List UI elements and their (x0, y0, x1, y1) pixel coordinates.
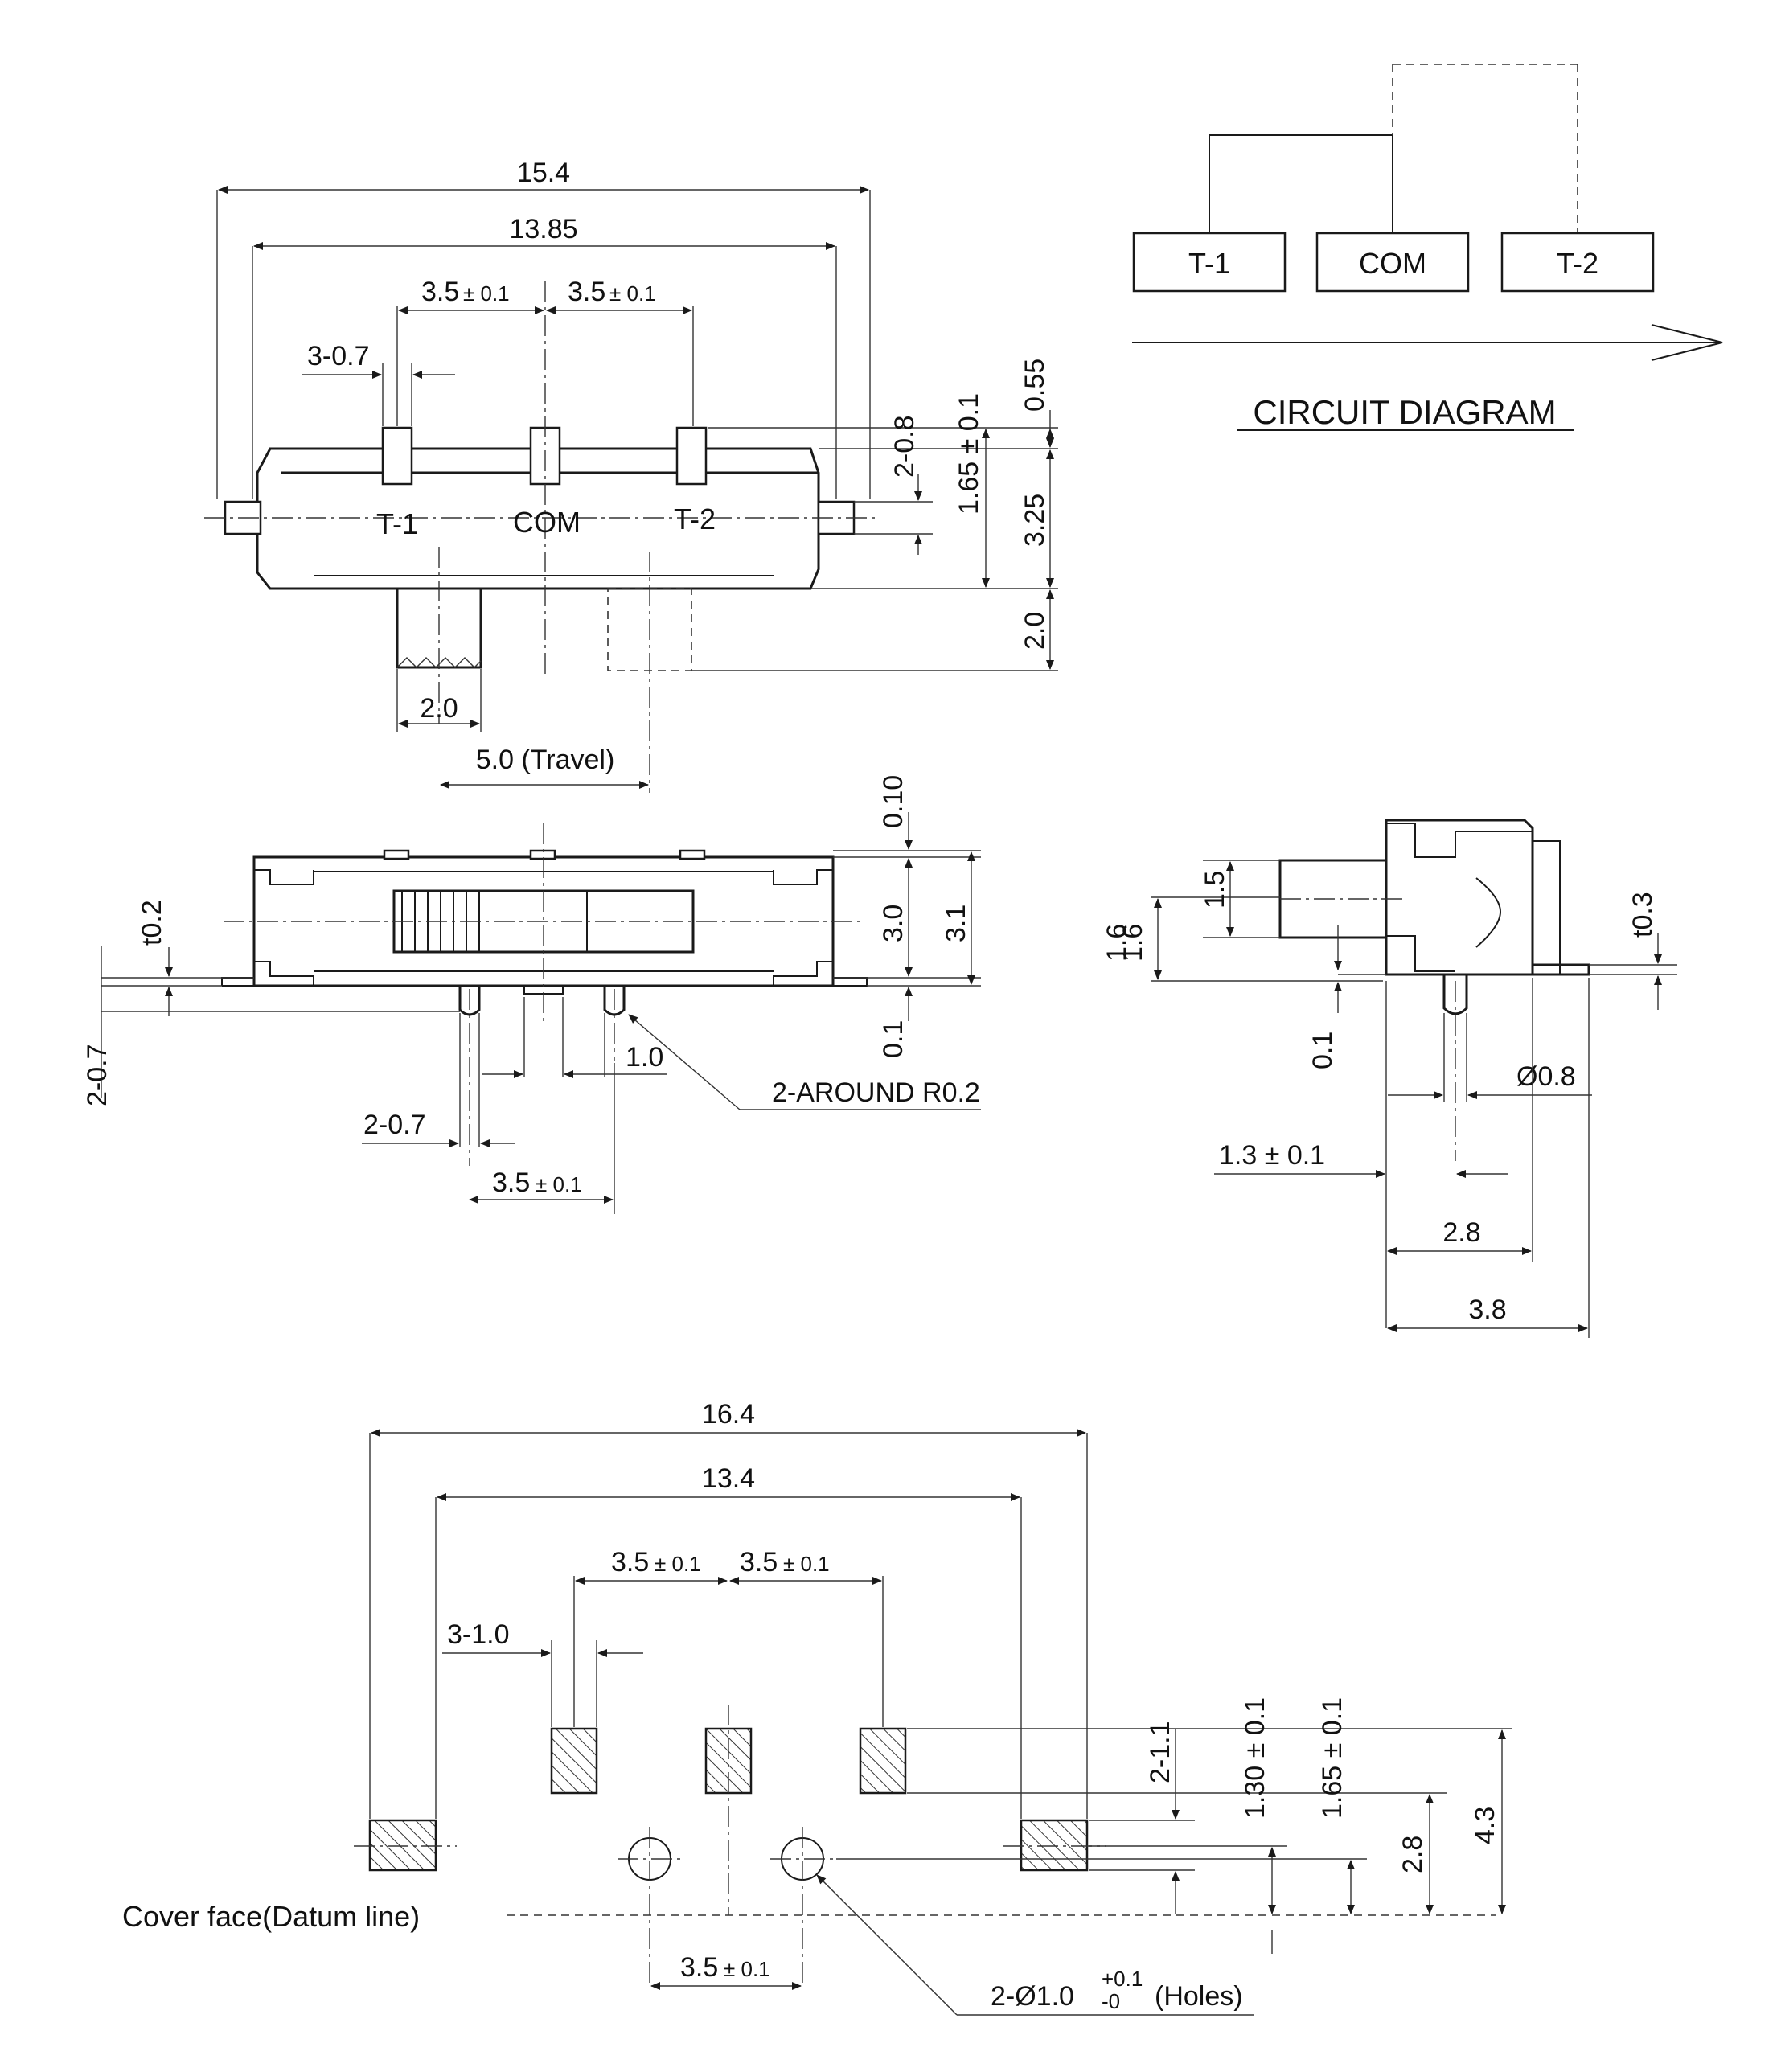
dim-1-65: 1.65 ± 0.1 (954, 393, 984, 515)
dim-hole-pitch-tol: ± 0.1 (724, 1957, 770, 1981)
dim-travel: 5.0 (Travel) (476, 745, 615, 775)
datum-label: Cover face(Datum line) (122, 1900, 420, 1933)
top-label-t1: T-1 (376, 507, 418, 540)
dim-15-4: 15.4 (517, 158, 570, 188)
footprint-pad-t1 (550, 1727, 598, 1795)
dim-t0-3: t0.3 (1627, 892, 1658, 938)
holes-note-label: (Holes) (1155, 1981, 1243, 2012)
dim-pitch-2-tol: ± 0.1 (609, 281, 656, 306)
dim-13-4: 13.4 (702, 1463, 755, 1494)
dim-pitch-1-tol: ± 0.1 (463, 281, 510, 306)
dim-1-6-side: 1.6 (1118, 924, 1148, 962)
side-view: 1.5 1.6 1.6 t0.3 0.1 Ø0.8 1.3 ± 0.1 2.8 … (1102, 819, 1677, 1338)
circuit-label-t1: T-1 (1188, 247, 1230, 280)
dim-1-65-fp: 1.65 ± 0.1 (1317, 1697, 1348, 1819)
dim-hole-pitch: 3.5 (680, 1952, 718, 1983)
dim-pitch-fp-1-tol: ± 0.1 (655, 1552, 701, 1576)
dim-t0-2: t0.2 (137, 900, 167, 946)
dim-2-8-side: 2.8 (1442, 1217, 1480, 1248)
dim-pitch-fp-2-tol: ± 0.1 (783, 1552, 830, 1576)
dim-pitch-2: 3.5 (568, 277, 605, 307)
dim-3-1-0: 3-1.0 (447, 1619, 510, 1650)
dim-3-25: 3.25 (1020, 494, 1050, 547)
circuit-label-com: COM (1359, 247, 1426, 280)
dim-1-30: 1.30 ± 0.1 (1240, 1697, 1270, 1819)
holes-note-tol-down: -0 (1102, 1989, 1120, 2013)
top-label-t2: T-2 (674, 503, 716, 535)
footprint-mount-pad-left (368, 1819, 437, 1872)
top-label-com: COM (513, 506, 581, 539)
dim-pitch-1: 3.5 (421, 277, 459, 307)
circuit-diagram: T-1 COM T-2 CIRCUIT DIAGRAM (1132, 64, 1723, 431)
dim-around-r0-2: 2-AROUND R0.2 (772, 1077, 980, 1108)
dim-1-6-side-clip: 1.6 (1102, 924, 1132, 962)
footprint-pad-t2 (859, 1727, 907, 1795)
dim-0-10: 0.10 (878, 775, 909, 828)
dim-0-1-front: 0.1 (878, 1020, 909, 1058)
dim-3-8: 3.8 (1468, 1294, 1506, 1325)
dim-0-1-side: 0.1 (1307, 1032, 1338, 1069)
dim-3-0: 3.0 (878, 905, 909, 942)
dim-4-3: 4.3 (1470, 1807, 1500, 1844)
dim-1-5-side: 1.5 (1200, 871, 1230, 909)
footprint-mount-pad-right (1020, 1819, 1089, 1872)
dim-pitch-fp-2: 3.5 (740, 1547, 778, 1578)
dim-2-1-1: 2-1.1 (1145, 1721, 1176, 1784)
circuit-terminal-t1 (1132, 232, 1287, 293)
dim-2-0-actuator: 2.0 (420, 693, 458, 724)
dim-2-0-7-bottom: 2-0.7 (363, 1110, 426, 1140)
circuit-terminal-com (1315, 232, 1470, 293)
dim-3-1: 3.1 (941, 905, 971, 942)
dim-dia-0-8: Ø0.8 (1516, 1061, 1576, 1092)
dim-3-0-7: 3-0.7 (307, 341, 370, 371)
dim-2-0-8: 2-0.8 (889, 416, 920, 478)
holes-note-tol-up: +0.1 (1102, 1967, 1143, 1991)
circuit-terminal-t2 (1500, 232, 1655, 293)
dim-0-55: 0.55 (1020, 359, 1050, 412)
dim-1-0: 1.0 (626, 1042, 663, 1073)
pcb-footprint: Cover face(Datum line) 16.4 13.4 3.5 ± 0… (122, 1399, 1512, 2016)
holes-note-main: 2-Ø1.0 (991, 1981, 1074, 2012)
dim-3-5-front-tol: ± 0.1 (536, 1172, 582, 1196)
dim-2-0-7-left: 2-0.7 (82, 1044, 113, 1107)
top-view: T-1 COM T-2 15.4 13.85 3.5 ± 0.1 3.5 ± 0… (204, 158, 1058, 793)
dim-13-85: 13.85 (509, 214, 577, 244)
dim-2-0-side: 2.0 (1020, 612, 1050, 650)
dim-16-4: 16.4 (702, 1399, 755, 1430)
circuit-label-t2: T-2 (1557, 247, 1598, 280)
circuit-diagram-title: CIRCUIT DIAGRAM (1253, 393, 1556, 431)
dim-2-8-fp: 2.8 (1397, 1836, 1428, 1873)
dim-1-3: 1.3 ± 0.1 (1219, 1140, 1325, 1171)
dim-pitch-fp-1: 3.5 (611, 1547, 649, 1578)
dim-3-5-front: 3.5 (492, 1167, 530, 1198)
front-view: t0.2 2-0.7 1.0 2-0.7 3.5 ± 0.1 2-AROUND … (82, 775, 981, 1214)
